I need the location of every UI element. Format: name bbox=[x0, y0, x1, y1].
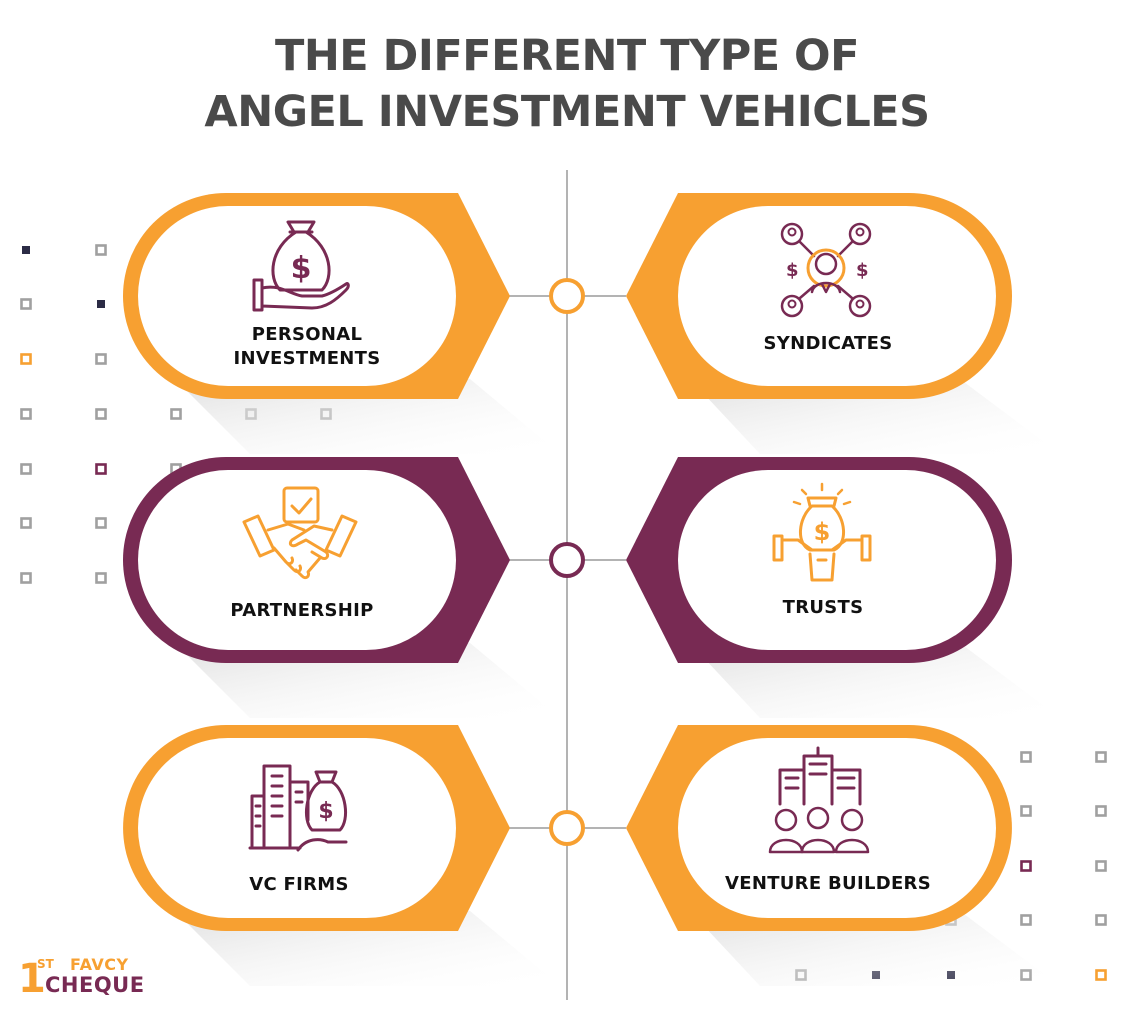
timeline-spine bbox=[508, 170, 626, 1000]
dot-square bbox=[97, 300, 105, 308]
card-body bbox=[678, 470, 996, 650]
card-label-venture-builders: VENTURE BUILDERS bbox=[725, 873, 931, 894]
dot-square bbox=[20, 572, 32, 584]
dot-square bbox=[20, 408, 32, 420]
dot-square bbox=[95, 463, 107, 475]
card-label-vc-firms: VC FIRMS bbox=[249, 874, 349, 895]
favcy-1st-cheque-logo: 1 ST FAVCY CHEQUE bbox=[18, 955, 168, 1005]
svg-text:$: $ bbox=[814, 518, 831, 546]
card-body bbox=[678, 738, 996, 918]
dot-square bbox=[1095, 860, 1107, 872]
svg-text:$: $ bbox=[856, 260, 869, 281]
dot-square bbox=[1095, 914, 1107, 926]
svg-text:$: $ bbox=[786, 260, 799, 281]
svg-text:$: $ bbox=[318, 799, 333, 824]
team-buildings-icon bbox=[768, 746, 870, 854]
connector-node bbox=[549, 810, 585, 846]
card-body bbox=[138, 738, 456, 918]
dot-square bbox=[95, 517, 107, 529]
trust-hands-money-icon: $ bbox=[772, 482, 872, 582]
handshake-icon bbox=[242, 486, 358, 580]
dot-square bbox=[1020, 860, 1032, 872]
dot-square bbox=[20, 298, 32, 310]
logo-brand: FAVCY bbox=[70, 955, 129, 974]
connector-node bbox=[549, 278, 585, 314]
card-label-partnership: PARTNERSHIP bbox=[230, 600, 374, 621]
dot-square bbox=[22, 246, 30, 254]
card-trusts bbox=[626, 457, 1060, 718]
dot-square bbox=[20, 353, 32, 365]
dot-square bbox=[1020, 914, 1032, 926]
svg-text:$: $ bbox=[291, 251, 312, 286]
card-body bbox=[678, 206, 996, 386]
card-venture-builders bbox=[626, 725, 1060, 986]
title-line-2: ANGEL INVESTMENT VEHICLES bbox=[204, 87, 930, 137]
card-vc-firms bbox=[123, 725, 560, 986]
dot-square bbox=[1020, 751, 1032, 763]
syndicate-network-icon: $$ bbox=[780, 222, 872, 318]
dot-square bbox=[95, 572, 107, 584]
money-bag-hand-icon: $ bbox=[252, 220, 350, 312]
cards-layer bbox=[123, 193, 1060, 986]
card-label-syndicates: SYNDICATES bbox=[763, 333, 893, 354]
dot-square bbox=[1095, 751, 1107, 763]
dot-square bbox=[1020, 805, 1032, 817]
icons-layer: $$$$$ bbox=[242, 220, 872, 854]
card-body bbox=[138, 470, 456, 650]
logo-superscript: ST bbox=[37, 957, 54, 971]
page-title: THE DIFFERENT TYPE OF ANGEL INVESTMENT V… bbox=[0, 28, 1134, 140]
card-label-personal-investments: PERSONAL INVESTMENTS bbox=[233, 324, 381, 369]
dot-square bbox=[95, 244, 107, 256]
logo-word: CHEQUE bbox=[45, 973, 145, 997]
card-label-trusts: TRUSTS bbox=[782, 597, 864, 618]
dot-square bbox=[170, 408, 182, 420]
dot-square bbox=[95, 353, 107, 365]
logo-number: 1 bbox=[18, 956, 46, 1002]
card-syndicates bbox=[626, 193, 1060, 454]
dot-square bbox=[95, 408, 107, 420]
connector-node bbox=[549, 542, 585, 578]
dot-square bbox=[20, 463, 32, 475]
dot-square bbox=[20, 517, 32, 529]
dot-square bbox=[1095, 805, 1107, 817]
title-line-1: THE DIFFERENT TYPE OF bbox=[274, 31, 860, 81]
buildings-money-bag-icon: $ bbox=[248, 764, 348, 852]
card-partnership bbox=[123, 457, 560, 718]
dot-square bbox=[1095, 969, 1107, 981]
